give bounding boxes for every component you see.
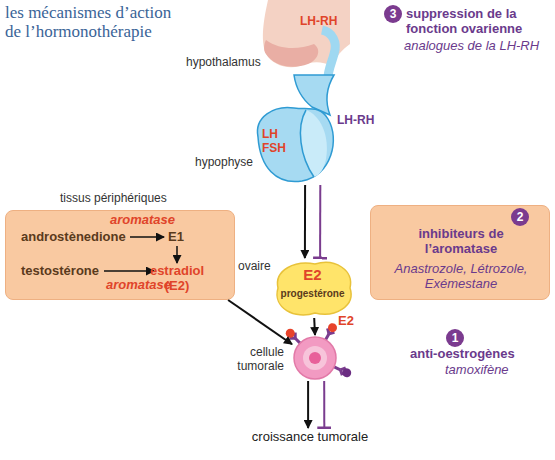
drug-box: inhibiteurs de l’aromataseAnastrozole, L… [370, 205, 550, 300]
action-detail: analogues de la LH-RH [404, 38, 539, 53]
conversion-arrow [130, 236, 164, 238]
diagram-title: les mécanismes d’action de l’hormonothér… [5, 3, 185, 41]
hormone-name: LH-RH [337, 113, 374, 127]
region-label: ovaire [238, 259, 271, 273]
conversion-arrow [176, 246, 178, 263]
cell-membrane [294, 337, 336, 379]
callout-number: 2 [511, 208, 529, 226]
brain-region-shade [264, 40, 318, 67]
brain-region: hypothalamusLH-RH [262, 0, 350, 78]
cell-nucleus [309, 352, 321, 364]
posterior-lobe [300, 110, 326, 177]
callout-number-text: 3 [384, 5, 402, 23]
action-heading: anti-oestrogènes [410, 346, 515, 361]
hormone-name: E1 [168, 229, 184, 244]
gland-lobe [257, 108, 333, 182]
lobe-divider [300, 110, 314, 177]
action-detail: tamoxifène [445, 362, 509, 377]
inhibition-line [319, 185, 321, 258]
tissue-box: tissus périphériquesaromataseandrostèned… [5, 210, 235, 300]
flow-arrow [304, 185, 306, 258]
brain-region-shape [262, 0, 350, 78]
outcome-node: croissance tumorale [245, 428, 375, 446]
ovary: ovaireE2progestérone [270, 258, 355, 318]
gland: LH-RHLH FSHhypophyse [250, 75, 345, 185]
action-heading: suppression de la fonction ovarienne [406, 6, 541, 36]
flow-arrow [313, 318, 316, 335]
callout-number: 1 [446, 329, 464, 347]
enzyme-name: aromatase [106, 277, 171, 292]
inhibition-line [323, 381, 325, 428]
cell-shape [292, 335, 338, 381]
hormone-name: LH FSH [262, 127, 290, 155]
hormone-name: testostérone [21, 263, 99, 278]
callout-number: 3 [384, 5, 402, 23]
outcome-text: croissance tumorale [245, 429, 375, 444]
hormone-name: androstènedione [21, 229, 126, 244]
callout-number-text: 1 [446, 329, 464, 347]
hormone-name: E2 [270, 266, 355, 283]
conversion-arrow [104, 270, 154, 272]
callout-number-text: 2 [511, 208, 529, 226]
region-label: hypothalamus [186, 55, 261, 69]
drug-list: Anastrozole, Létrozole, Exémestane [376, 261, 546, 291]
hormone-name: progestérone [270, 288, 355, 300]
portal-channel [322, 30, 335, 78]
enzyme-name: aromatase [110, 212, 175, 227]
region-label: cellule tumorale [220, 345, 284, 373]
box-heading: tissus périphériques [60, 191, 167, 205]
hormone-name: E2 [338, 313, 354, 328]
hormone-name: LH-RH [300, 14, 337, 28]
flow-arrow [307, 381, 309, 428]
box-heading: inhibiteurs de l’aromatase [401, 226, 521, 256]
cell: cellule tumoraleE2 [292, 335, 338, 381]
region-label: hypophyse [195, 155, 253, 169]
cell-cytoplasm [303, 346, 327, 370]
